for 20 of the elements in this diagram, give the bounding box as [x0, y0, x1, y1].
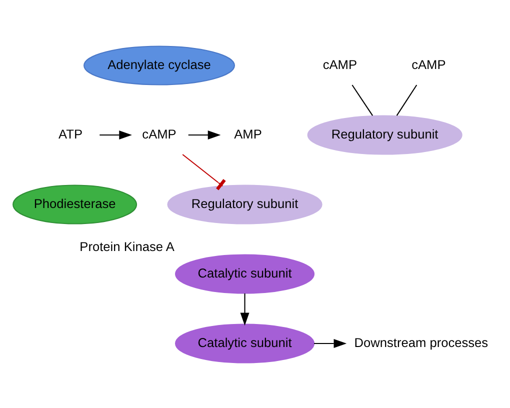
arrow	[100, 130, 132, 139]
node-ellipse: Phodiesterase	[12, 184, 138, 224]
arrow	[314, 338, 347, 348]
node-text: ATP	[58, 126, 82, 141]
node-ellipse: Regulatory subunit	[167, 184, 322, 224]
node-text: cAMP	[412, 56, 446, 72]
node-text: cAMP	[322, 56, 358, 72]
arrow	[188, 130, 221, 139]
arrow	[240, 292, 250, 326]
node-text: AMP	[234, 126, 262, 141]
node-ellipse: Adenylate cyclase	[84, 45, 235, 85]
connector	[352, 84, 373, 116]
node-text: cAMP	[142, 126, 176, 141]
connector	[182, 154, 226, 190]
node-text: Downstream processes	[354, 334, 488, 350]
node-ellipse: Regulatory subunit	[307, 114, 462, 154]
node-ellipse: Catalytic subunit	[175, 323, 315, 363]
node-ellipse: Catalytic subunit	[175, 254, 315, 294]
node-label: Protein Kinase A	[80, 238, 174, 254]
connector	[396, 84, 418, 116]
